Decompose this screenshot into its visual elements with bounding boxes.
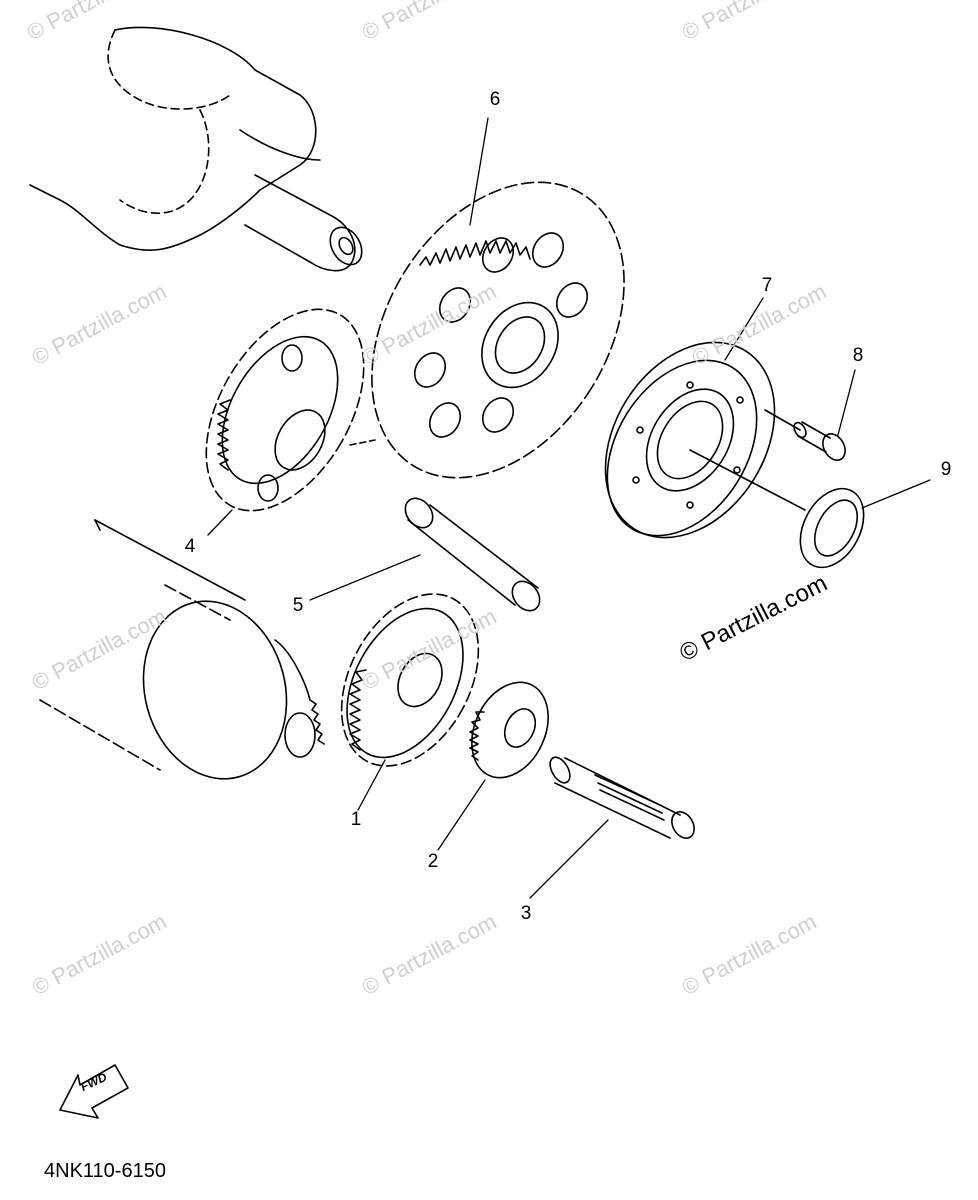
lower-shaft-drawing <box>39 519 325 780</box>
callout-5[interactable]: 5 <box>292 595 304 616</box>
callout-1[interactable]: 1 <box>350 809 362 830</box>
leader-lines <box>207 117 931 899</box>
bolt-drawing <box>764 409 846 461</box>
starter-clutch-drawing <box>604 341 776 539</box>
primary-gear-drawing <box>340 593 480 767</box>
callout-6[interactable]: 6 <box>489 89 501 110</box>
diagram-code: 4NK110-6150 <box>44 1160 166 1182</box>
callout-3[interactable]: 3 <box>520 903 532 924</box>
pin-shaft-drawing <box>404 497 541 612</box>
fwd-arrow-icon <box>59 1064 129 1119</box>
washer-drawing <box>689 449 865 569</box>
drive-shaft-drawing <box>549 756 695 839</box>
crankshaft-drawing <box>29 26 363 272</box>
large-gear-drawing <box>371 181 625 479</box>
callout-2[interactable]: 2 <box>427 851 439 872</box>
callout-7[interactable]: 7 <box>761 275 773 296</box>
small-gear-drawing <box>469 681 549 779</box>
callout-8[interactable]: 8 <box>852 345 864 366</box>
callout-9[interactable]: 9 <box>940 459 952 480</box>
callout-4[interactable]: 4 <box>184 536 196 557</box>
idler-gear-drawing <box>205 308 376 512</box>
